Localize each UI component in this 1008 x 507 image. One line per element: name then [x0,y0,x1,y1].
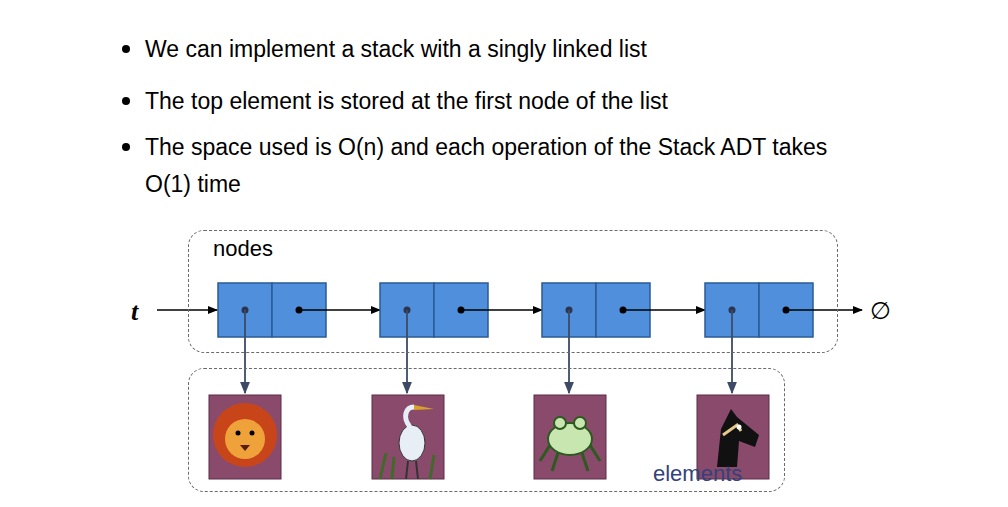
element-pointer [568,310,570,393]
bullet-text: The top element is stored at the first n… [145,83,905,120]
null-symbol: ∅ [870,296,891,326]
top-pointer-name: t [131,297,138,327]
heron-picture [372,395,444,479]
bullet-dots [122,45,130,151]
bullet-text: We can implement a stack with a singly l… [145,31,905,68]
next-pointer [623,309,705,311]
frog-picture [534,395,606,479]
bullet-text: The space used is O(n) and each operatio… [145,129,865,203]
elements-region: elements [188,368,785,492]
next-pointer [299,309,380,311]
element-pointer [406,310,408,393]
region-title: elements [653,461,742,487]
list-nodes [157,283,862,393]
lion-picture [209,395,281,479]
region-title: nodes [213,236,273,262]
element-pointer [731,310,733,393]
top-pointer [157,309,217,311]
next-pointer [461,309,542,311]
nodes-region: nodes [188,230,838,353]
element-pointer [244,310,246,393]
next-pointer [786,309,862,311]
